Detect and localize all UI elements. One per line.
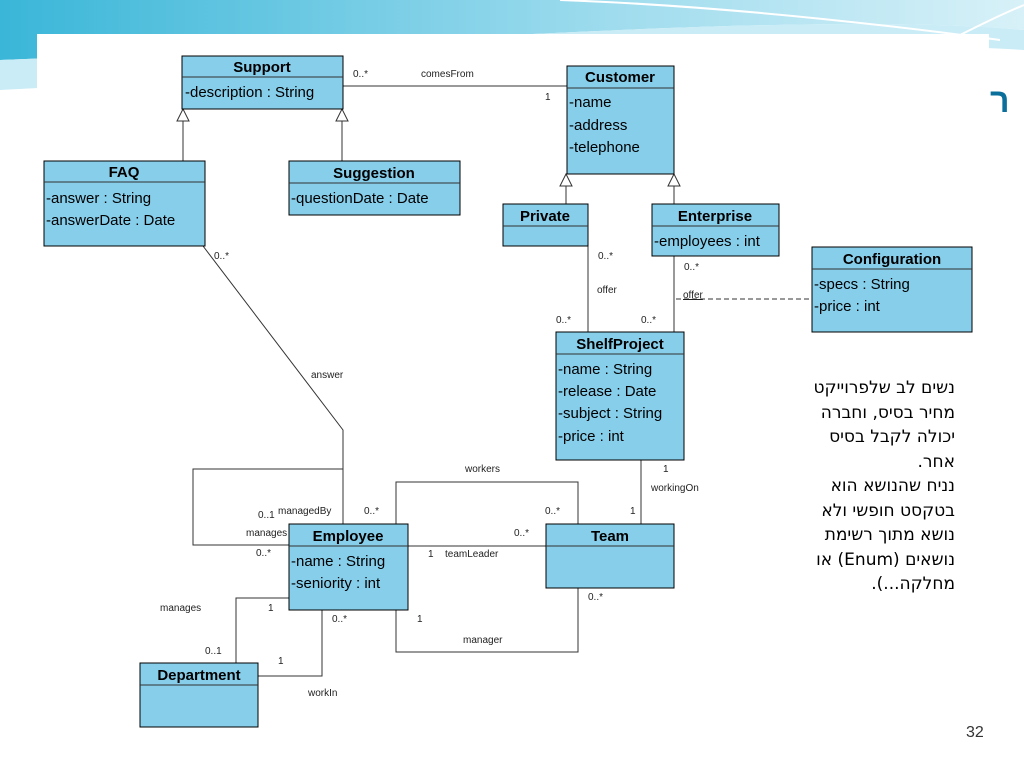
class-department[interactable]: Department [139,662,259,728]
note-line: מחלקה...). [871,574,955,594]
class-name: Team [591,528,629,545]
class-attribute: -price : int [814,298,881,315]
multiplicity: 1 [268,603,274,614]
class-name: ShelfProject [576,336,664,353]
multiplicity: 0..1 [258,510,275,521]
class-attribute: -address [569,117,627,134]
note-line: אחר. [917,451,955,472]
assoc-label: workIn [307,688,337,699]
class-name: Enterprise [678,208,752,225]
assoc-label: workingOn [650,483,699,494]
class-attribute: -description : String [185,84,314,101]
multiplicity: 1 [630,506,636,517]
class-attribute: -name [569,94,612,111]
note-line: נשים לב שלפרוייקט [813,378,955,398]
multiplicity: 0..* [545,506,560,517]
class-attribute: -employees : int [654,233,761,250]
assoc-workin-line [258,610,323,677]
class-suggestion[interactable]: Suggestion -questionDate : Date [288,160,461,216]
class-attribute: -telephone [569,139,640,156]
class-shelfproject[interactable]: ShelfProject -name : String -release : D… [555,331,685,461]
inherit-arrow-customer-right [667,172,681,187]
assoc-workers-line [395,481,579,524]
class-attribute: -seniority : int [291,575,381,592]
multiplicity: 0..* [598,251,613,262]
multiplicity-labels: 0..* 1 0..* 0..* 0..* 0..* 0..* 1 1 0..1… [205,69,699,667]
class-name: Private [520,208,570,225]
class-customer[interactable]: Customer -name -address -telephone [566,65,675,175]
assoc-label: teamLeader [445,549,499,560]
multiplicity: 1 [417,614,423,625]
class-support[interactable]: Support -description : String [181,55,344,110]
inherit-arrow-customer-left [559,172,573,187]
slide-number: 32 [966,724,984,741]
class-attribute: -answerDate : Date [46,212,175,229]
class-attribute: -subject : String [558,405,662,422]
class-name: Support [233,59,291,76]
class-team[interactable]: Team [545,523,675,589]
note-line: יכולה לקבל בסיס [829,427,955,447]
assoc-label: manager [463,635,503,646]
hebrew-note: נשים לב שלפרוייקט מחיר בסיס, וחברה יכולה… [745,376,955,597]
class-enterprise[interactable]: Enterprise -employees : int [651,203,780,257]
inheritance-arrows [176,107,681,187]
multiplicity: 0..* [684,262,699,273]
uml-class-diagram: Support -description : String Customer -… [43,55,973,728]
note-line: נושא מתוך רשימת [824,525,955,545]
class-private[interactable]: Private [502,203,589,247]
note-line: בטקסט חופשי ולא [821,500,955,521]
class-attribute: -specs : String [814,276,910,293]
note-line: נניח שהנושא הוא [830,476,955,496]
class-attribute: -price : int [558,428,625,445]
assoc-dept-manages-line [235,597,289,663]
multiplicity: 0..* [514,528,529,539]
multiplicity: 0..* [256,548,271,559]
multiplicity: 1 [545,92,551,103]
note-line: נושאים (Enum) או [816,549,955,570]
class-attribute: -questionDate : Date [291,190,429,207]
slide-title-fragment: ר [990,82,1010,120]
association-lines [182,85,812,677]
multiplicity: 0..* [364,506,379,517]
class-name: Customer [585,69,655,86]
assoc-manager-line [395,588,579,653]
class-name: Suggestion [333,165,415,182]
assoc-label: offer [597,285,617,296]
class-name: Department [157,667,240,684]
class-configuration[interactable]: Configuration -specs : String -price : i… [811,246,973,333]
multiplicity: 0..* [332,614,347,625]
assoc-label: managedBy [278,506,331,517]
multiplicity: 0..* [353,69,368,80]
class-attribute: -name : String [291,553,385,570]
inherit-arrow-support-right [335,107,349,122]
association-labels: comesFrom offer offer answer workers wor… [160,69,703,699]
class-attribute: -release : Date [558,383,656,400]
assoc-label: manages [246,528,287,539]
assoc-label: workers [464,464,500,475]
class-name: FAQ [109,164,140,181]
multiplicity: 0..1 [205,646,222,657]
class-name: Configuration [843,251,941,268]
class-faq[interactable]: FAQ -answer : String -answerDate : Date [43,160,206,247]
class-employee[interactable]: Employee -name : String -seniority : int [288,523,409,611]
class-name: Employee [313,528,384,545]
assoc-self-manages-line [192,468,344,546]
assoc-label: offer [683,290,703,301]
assoc-answer-line [202,245,344,524]
multiplicity: 0..* [214,251,229,262]
multiplicity: 1 [278,656,284,667]
multiplicity: 1 [428,549,434,560]
class-attribute: -answer : String [46,190,151,207]
slide-panel: Support -description : String Customer -… [37,34,989,737]
assoc-label: manages [160,603,201,614]
assoc-label: comesFrom [421,69,474,80]
class-attribute: -name : String [558,361,652,378]
inherit-arrow-support-left [176,107,190,122]
multiplicity: 1 [663,464,669,475]
multiplicity: 0..* [641,315,656,326]
note-line: מחיר בסיס, וחברה [820,402,955,423]
multiplicity: 0..* [556,315,571,326]
assoc-label: answer [311,370,344,381]
multiplicity: 0..* [588,592,603,603]
